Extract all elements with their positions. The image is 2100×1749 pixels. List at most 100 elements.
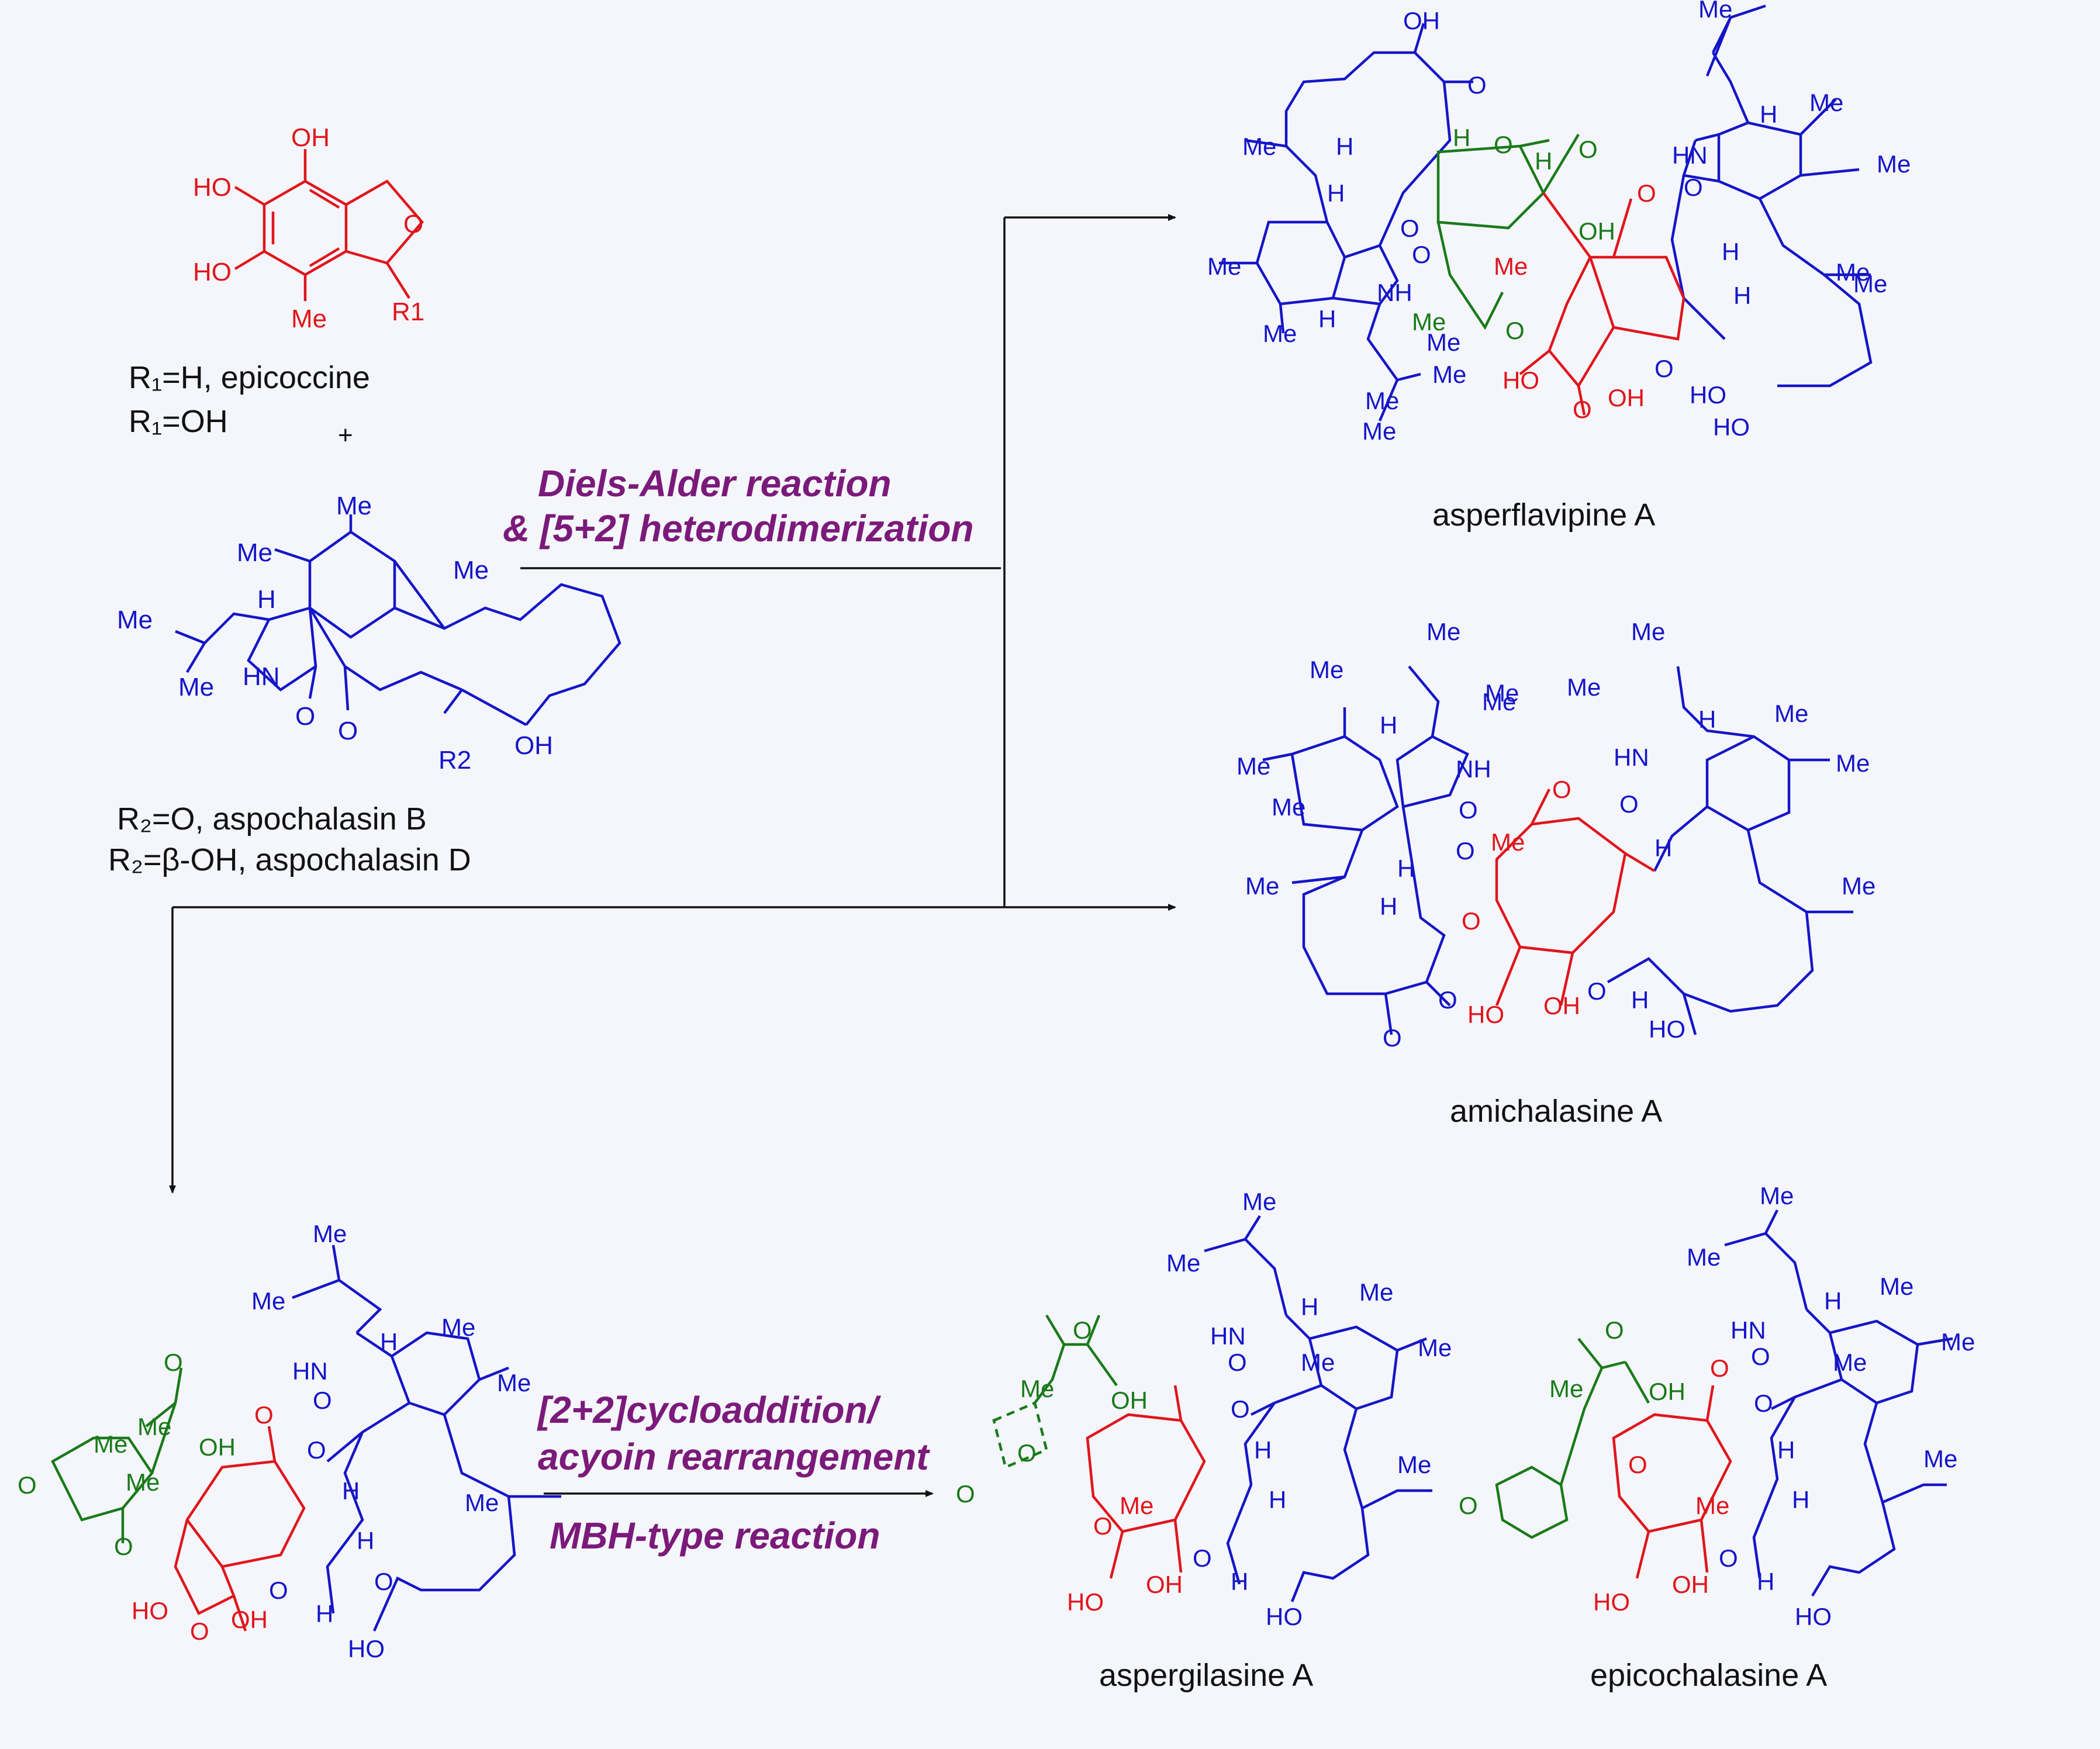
epicochalasine-atom: H [1792,1486,1809,1513]
aspergilasine-atom: Me [1418,1334,1452,1361]
epicochalasine-atom: O [1459,1492,1478,1519]
aspergilasine-atom: O [1231,1395,1250,1423]
intermediate-structure [51,1245,561,1632]
asperflavipine-atom: OH [1608,384,1645,412]
aspergilasine-atom: OH [1146,1571,1183,1598]
amichalasine-atom: H [1655,834,1672,862]
aspergilasine-atom: Me [1397,1451,1431,1478]
asperflavipine-atom: O [1494,131,1513,158]
asperflavipine-atom: Me [1412,308,1446,336]
aspochalasin-atom: H [257,585,276,614]
epicochalasine-atom: O [1710,1354,1729,1382]
amichalasine-structure [1262,665,1853,1035]
epicoccine-atom: HO [193,173,232,202]
intermediate-atom: O [114,1533,133,1560]
epicochalasine-structure [1495,1209,1953,1597]
asperflavipine-atom: O [1505,317,1525,344]
asperflavipine-atom: OH [1579,217,1615,245]
amichalasine-atom: O [1619,790,1639,818]
asperflavipine-atom: H [1327,179,1345,207]
asperflavipine-atom: H [1318,305,1336,333]
amichalasine-atom: H [1631,986,1649,1014]
aspergilasine-atom: O [1073,1316,1092,1344]
amichalasine-atom: Me [1236,752,1270,780]
amichalasine-atom: Me [1245,872,1279,900]
aspergilasine-atom: Me [1020,1375,1054,1402]
amichalasine-atom: O [1383,1024,1402,1052]
epicochalasine-atom: Me [1549,1375,1583,1402]
aspergilasine-atom: HO [1266,1603,1303,1630]
intermediate-atom: O [374,1568,393,1595]
condition-acyoin-rearrangement: acyoin rearrangement [538,1436,929,1478]
epicochalasine-atom: O [1719,1544,1738,1572]
epicoccine-atom: Me [291,305,327,333]
condition-mbh: MBH-type reaction [550,1515,880,1557]
aspochalasin-atom: R2 [438,746,471,775]
aspochalasin-atom: Me [117,606,153,634]
epicochalasine-atom: Me [1923,1445,1957,1473]
asperflavipine-atom: Me [1877,150,1911,178]
reaction-arrows [169,214,1176,1497]
amichalasine-atom: Me [1272,793,1305,821]
epicochalasine-atom: Me [1687,1243,1721,1271]
asperflavipine-atom: Me [1362,417,1396,445]
asperflavipine-atom: O [1579,136,1598,163]
amichalasine-atom: Me [1631,618,1665,645]
asperflavipine-atom: HO [1503,367,1539,394]
intermediate-atom: Me [497,1369,531,1397]
asperflavipine-atom: HO [1713,413,1750,441]
intermediate-atom: O [254,1401,274,1429]
asperflavipine-name: asperflavipine A [1432,497,1656,533]
aspergilasine-atom: O [956,1480,975,1508]
intermediate-atom: O [190,1617,209,1645]
amichalasine-name: amichalasine A [1450,1094,1663,1129]
epicoccine-label-2: R₁=OH [129,404,228,439]
intermediate-atom: H [357,1527,374,1554]
amichalasine-atom: H [1380,711,1397,739]
asperflavipine-atom: O [1573,396,1592,423]
asperflavipine-atom: O [1400,215,1419,242]
aspochalasin-atom: Me [237,538,272,567]
amichalasine-atom: Me [1482,688,1516,716]
asperflavipine-atom: H [1453,124,1470,151]
epicochalasine-atom: HO [1593,1588,1630,1616]
amichalasine-atom: O [1587,977,1607,1005]
intermediate-atom: Me [465,1489,499,1516]
intermediate-atom: O [307,1436,326,1464]
epicochalasine-atom: Me [1695,1492,1729,1519]
epicochalasine-atom: Me [1880,1273,1914,1300]
amichalasine-atom: Me [1842,872,1876,900]
asperflavipine-atom: HN [1672,141,1708,169]
epicoccine-atom: O [403,210,423,238]
amichalasine-atom: Me [1774,700,1808,727]
aspergilasine-atom: O [1093,1512,1113,1540]
amichalasine-atom: Me [1310,656,1343,683]
asperflavipine-atom: Me [1263,320,1297,347]
aspergilasine-atom: Me [1166,1249,1200,1277]
aspergilasine-atom: OH [1111,1387,1148,1414]
amichalasine-atom: H [1397,855,1415,882]
amichalasine-atom: Me [1836,749,1870,777]
epicochalasine-atom: H [1824,1287,1842,1315]
asperflavipine-atom: H [1722,238,1739,265]
amichalasine-atom: HO [1649,1015,1685,1043]
intermediate-atom: HO [348,1635,385,1662]
amichalasine-atom: O [1459,796,1478,824]
amichalasine-atom: H [1380,893,1397,920]
aspergilasine-atom: H [1301,1293,1318,1321]
aspochalasin-structure [175,514,621,726]
aspergilasine-atom: HO [1067,1588,1104,1616]
asperflavipine-atom: Me [1836,258,1870,286]
asperflavipine-atom: H [1760,101,1777,128]
intermediate-atom: Me [251,1287,285,1315]
asperflavipine-atom: Me [1494,253,1528,280]
asperflavipine-atom: O [1412,241,1431,268]
epicoccine-atom: R1 [392,298,424,326]
amichalasine-atom: OH [1543,992,1580,1019]
epicochalasine-atom: OH [1649,1378,1685,1405]
asperflavipine-atom: O [1467,71,1487,99]
epicoccine-atom: OH [291,123,330,152]
asperflavipine-atom: Me [1432,361,1466,388]
asperflavipine-atom: Me [1365,387,1399,414]
